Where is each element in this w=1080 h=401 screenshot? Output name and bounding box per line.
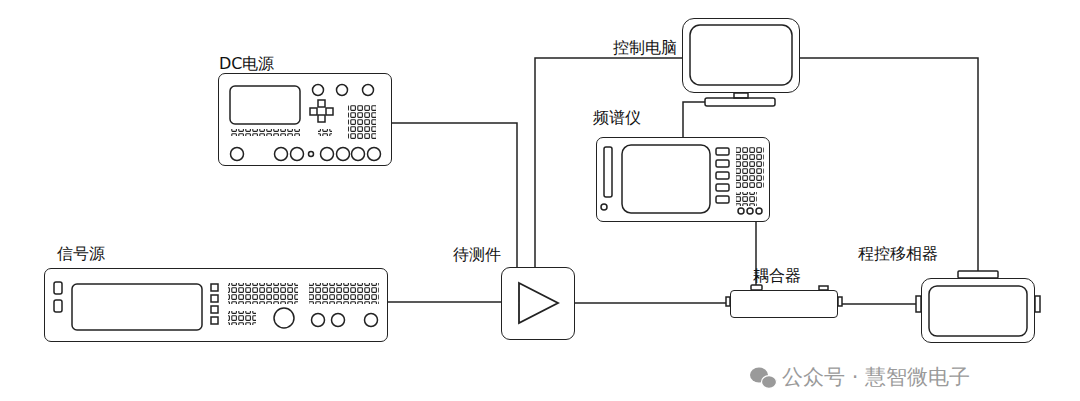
instrument-label: 耦合器: [753, 266, 801, 285]
instrument-box: 耦合器: [730, 290, 838, 318]
instrument-box: 待测件: [501, 267, 575, 340]
instrument-box: 控制电脑: [682, 18, 800, 93]
cable: [535, 58, 682, 267]
cable: [800, 58, 978, 271]
instrument-box: 信号源: [44, 268, 388, 342]
instrument-label: 待测件: [453, 245, 501, 264]
cable: [575, 302, 726, 304]
instrument-label: 控制电脑: [613, 38, 677, 57]
instrument-label: 信号源: [57, 244, 105, 263]
instrument-label: 程控移相器: [858, 244, 938, 263]
cable: [683, 102, 705, 137]
cable: [392, 123, 517, 267]
watermark: 公众号 · 慧智微电子: [782, 363, 970, 391]
instrument-label: 频谱仪: [593, 108, 641, 127]
instrument-box: DC电源: [218, 73, 392, 166]
cable: [388, 301, 501, 303]
instrument-label: DC电源: [219, 54, 275, 73]
instrument-box: 频谱仪: [596, 137, 770, 222]
instrument-box: 程控移相器: [921, 278, 1035, 343]
cable: [842, 303, 916, 305]
